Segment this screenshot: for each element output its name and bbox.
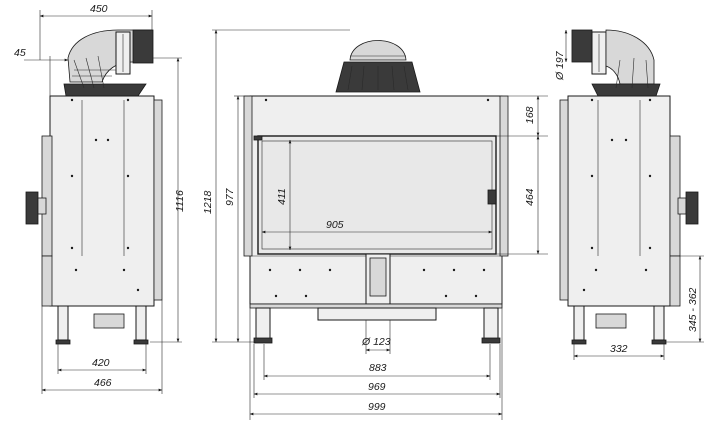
dim-window-vertical: 464 bbox=[524, 188, 536, 206]
dim-right-base-depth: 332 bbox=[610, 343, 628, 355]
glass-door-window bbox=[257, 135, 497, 255]
dim-window-width: 905 bbox=[326, 219, 344, 231]
left-side-view: 450 45 1116 420 466 bbox=[14, 3, 186, 394]
dim-inner-width: 969 bbox=[368, 381, 386, 393]
right-body bbox=[567, 95, 671, 307]
dim-left-height: 1116 bbox=[174, 190, 186, 212]
dim-leg-height-range: 345 - 362 bbox=[687, 287, 699, 332]
dim-left-overall-width: 466 bbox=[94, 377, 112, 389]
dim-window-height: 411 bbox=[276, 188, 288, 205]
dim-left-base-width: 420 bbox=[92, 357, 110, 369]
dim-right-flue-diameter: Ø 197 bbox=[554, 50, 566, 81]
dim-flue-diameter: Ø 123 bbox=[361, 336, 391, 348]
flue-elbow bbox=[63, 29, 154, 97]
flue-dome bbox=[335, 40, 421, 93]
front-view: 411 905 1218 977 168 464 Ø 123 883 969 bbox=[202, 29, 548, 420]
dim-front-height-overall: 1218 bbox=[202, 190, 214, 214]
flue-elbow-right bbox=[571, 29, 661, 97]
dim-legs-span: 883 bbox=[369, 362, 387, 374]
dim-top-band: 168 bbox=[524, 106, 536, 124]
dim-left-top-width: 450 bbox=[90, 3, 108, 15]
right-side-view: Ø 197 345 - 362 332 bbox=[554, 29, 704, 360]
dim-left-offset: 45 bbox=[14, 47, 26, 59]
left-body bbox=[49, 95, 155, 307]
dim-front-height-body: 977 bbox=[224, 187, 236, 206]
dim-front-overall-width: 999 bbox=[368, 401, 386, 413]
